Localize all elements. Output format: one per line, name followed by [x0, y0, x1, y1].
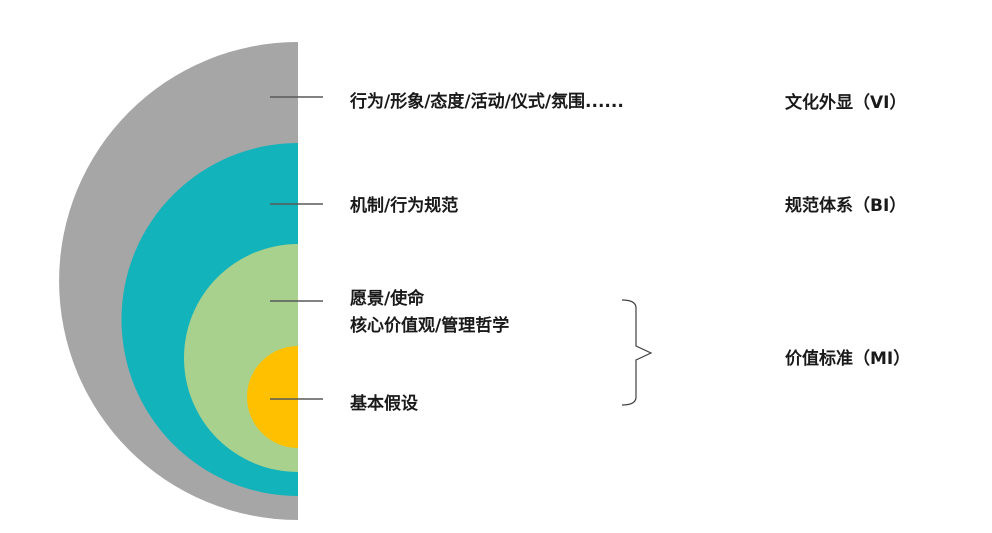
- layer-core-label: 基本假设: [349, 393, 418, 414]
- category-label-mi: 价值标准（MI）: [785, 348, 910, 369]
- layer-outer-label: 行为/形象/态度/活动/仪式/氛围......: [349, 91, 624, 112]
- layer-third-label-2: 核心价值观/管理哲学: [350, 315, 509, 336]
- layer-core-half-disc: [247, 346, 298, 448]
- right-brace: [621, 299, 653, 406]
- category-label-bi: 规范体系（BI）: [785, 195, 906, 216]
- layer-second-label: 机制/行为规范: [350, 195, 458, 216]
- category-label-vi: 文化外显（VI）: [785, 92, 906, 113]
- layer-third-label-1: 愿景/使命: [350, 288, 425, 309]
